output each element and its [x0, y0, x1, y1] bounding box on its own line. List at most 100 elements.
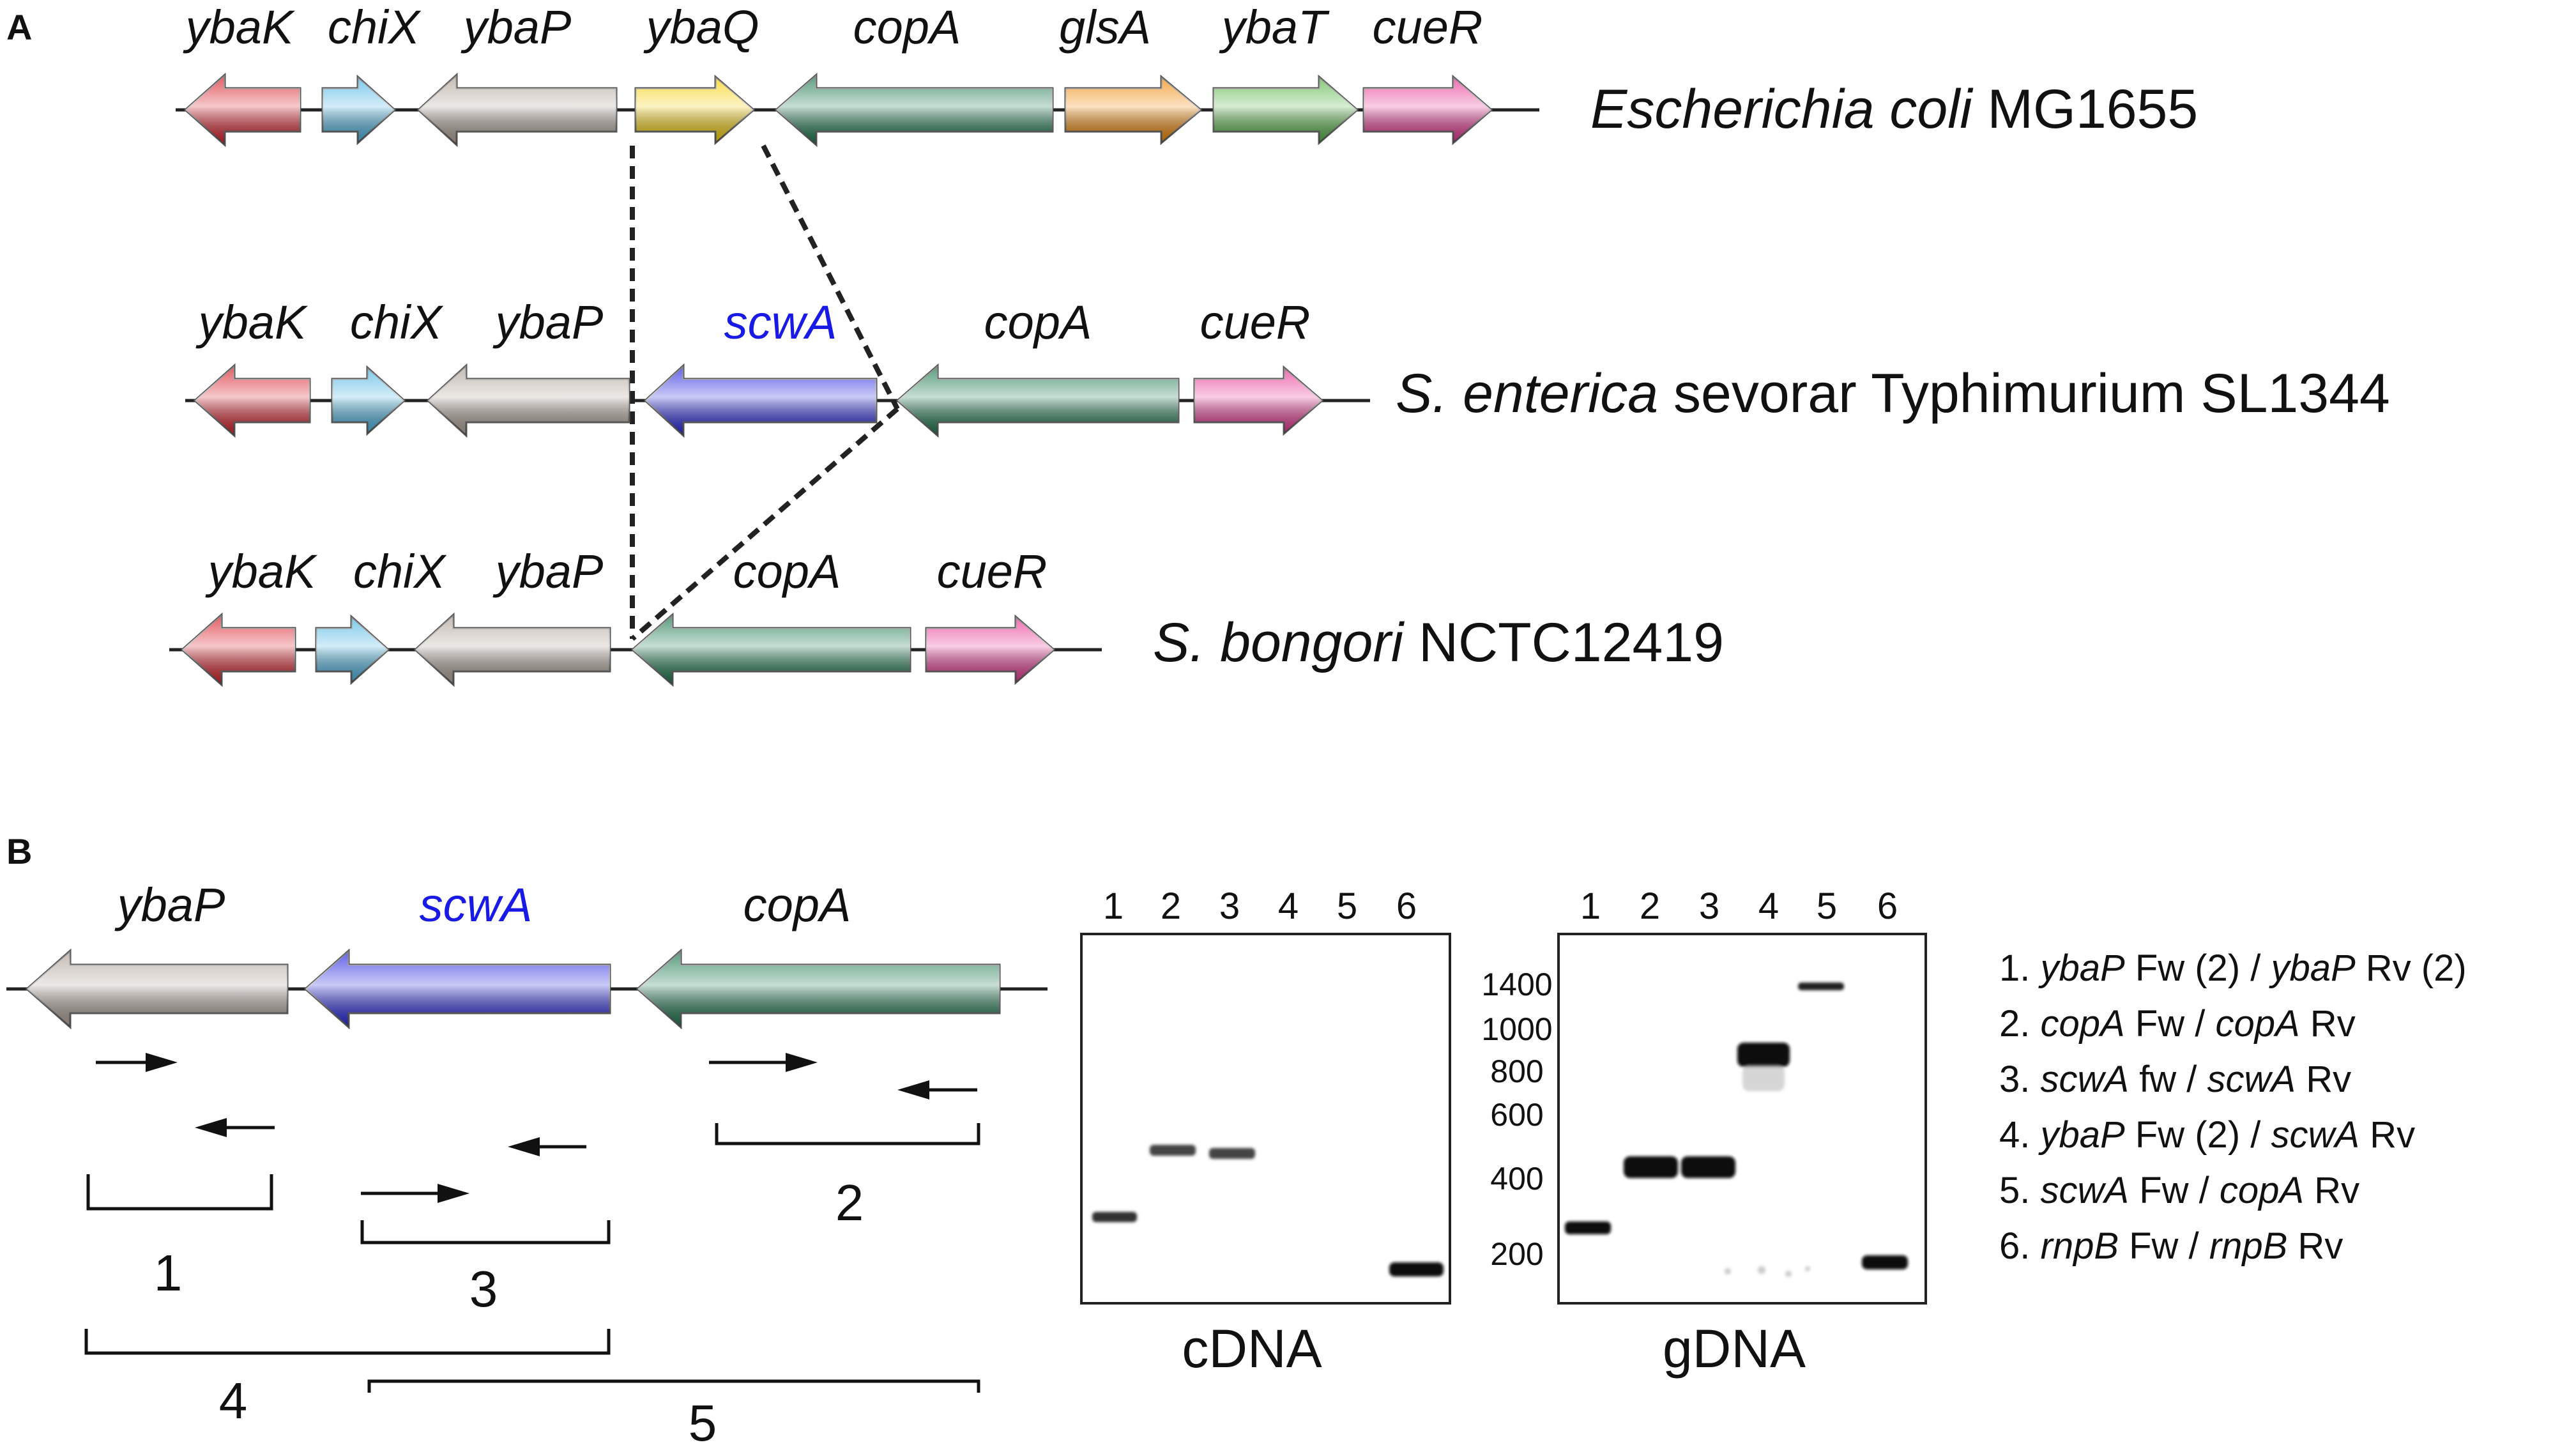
gel-band	[1150, 1145, 1196, 1156]
gene-arrow-ybap	[413, 612, 611, 687]
gene-label: ybaP	[114, 878, 225, 931]
gene-arrow-chix	[331, 365, 406, 436]
panel-label-a: A	[6, 7, 32, 47]
amplicon-label: 1	[154, 1244, 183, 1301]
organism-label-sbongori: S. bongori NCTC12419	[1153, 612, 1724, 673]
gel-band	[1092, 1212, 1137, 1222]
gene-arrow-ybat	[1212, 74, 1359, 146]
gel-band	[1209, 1148, 1255, 1159]
primer-legend: 1. ybaP Fw (2) / ybaP Rv (2) 2. copA Fw …	[1999, 947, 2467, 1267]
gene-arrow-ybak	[193, 363, 311, 438]
ladder-label: 1000	[1481, 1011, 1552, 1047]
legend-item: 6. rnpB Fw / rnpB Rv	[1999, 1225, 2343, 1267]
gene-label: ybaK	[195, 296, 309, 349]
legend-item: 3. scwA fw / scwA Rv	[1999, 1059, 2351, 1100]
lane-label: 4	[1278, 885, 1299, 927]
ladder-label: 800	[1490, 1053, 1543, 1089]
gel-smear	[1742, 1066, 1785, 1091]
gene-arrow-chix	[315, 614, 390, 685]
lane-label: 3	[1219, 885, 1240, 927]
gene-label: ybaK	[183, 1, 296, 54]
operon-row-senterica: ybaK chiX ybaP scwA copA cueR S. enteric…	[185, 296, 2390, 438]
gene-label: copA	[743, 878, 851, 931]
gel-band	[1389, 1262, 1444, 1276]
homology-lines	[630, 144, 900, 641]
panel-b-operon: ybaP scwA copA 1 2 3 4 5	[6, 878, 1048, 1447]
gene-label: cueR	[1200, 296, 1311, 349]
legend-item: 2. copA Fw / copA Rv	[1999, 1003, 2356, 1045]
lane-label: 4	[1758, 885, 1779, 927]
gel-band	[1737, 1043, 1790, 1067]
primer-arrows	[96, 1053, 977, 1203]
gene-label: chiX	[350, 296, 444, 349]
gene-label: ybaK	[205, 545, 318, 598]
gene-label: copA	[733, 545, 841, 598]
organism-label-senterica: S. enterica sevorar Typhimurium SL1344	[1396, 363, 2390, 424]
gene-label-scwa: scwA	[724, 296, 837, 349]
gene-label: copA	[984, 296, 1092, 349]
gene-arrow-ybap	[25, 948, 289, 1030]
gene-label: ybaP	[461, 1, 572, 54]
gene-label-scwa: scwA	[420, 878, 533, 931]
gene-label: copA	[853, 1, 961, 54]
gel-caption-gdna: gDNA	[1663, 1319, 1806, 1379]
amplicon-brackets	[84, 1123, 980, 1393]
gene-label: ybaT	[1219, 1, 1330, 54]
gel-artifact	[1805, 1266, 1810, 1271]
lane-label: 6	[1877, 885, 1898, 927]
gene-label: ybaQ	[643, 1, 759, 54]
lane-label: 2	[1640, 885, 1660, 927]
amplicon-label: 2	[835, 1174, 864, 1231]
lane-label: 1	[1580, 885, 1601, 927]
gene-arrow-copa	[630, 612, 911, 687]
gene-label: cueR	[937, 545, 1048, 598]
gene-label: cueR	[1373, 1, 1483, 54]
amplicon-label: 3	[469, 1260, 498, 1317]
operon-row-ecoli: ybaK chiX ybaP ybaQ copA glsA ybaT cueR …	[176, 1, 2198, 148]
legend-item: 5. scwA Fw / copA Rv	[1999, 1170, 2359, 1211]
lane-label: 2	[1161, 885, 1181, 927]
amplicon-label: 4	[219, 1372, 248, 1429]
gene-arrow-ybaq	[634, 74, 756, 146]
ladder-label: 400	[1490, 1161, 1543, 1197]
lane-label: 1	[1103, 885, 1124, 927]
gene-arrow-cuer	[1362, 74, 1493, 146]
panel-label-b: B	[6, 831, 32, 871]
gene-arrow-ybap	[426, 363, 630, 438]
gel-band	[1798, 983, 1844, 990]
gel-band	[1565, 1221, 1611, 1234]
amplicon-label: 5	[689, 1395, 717, 1447]
gel-caption-cdna: cDNA	[1182, 1319, 1322, 1379]
gene-label: chiX	[328, 1, 422, 54]
gene-arrow-scwa	[643, 363, 878, 438]
gel-cdna: 1 2 3 4 5 6 cDNA	[1080, 885, 1451, 1379]
gel-band	[1681, 1156, 1735, 1178]
gene-arrow-ybap	[416, 72, 618, 148]
gene-arrow-copa	[896, 363, 1180, 438]
lane-label: 5	[1337, 885, 1357, 927]
lane-label: 5	[1817, 885, 1837, 927]
gel-gdna: 1 2 3 4 5 6 gDNA	[1557, 885, 1927, 1379]
gel-artifact	[1758, 1266, 1765, 1274]
operon-row-sbongori: ybaK chiX ybaP copA cueR S. bongori NCTC…	[169, 545, 1724, 687]
lane-label: 3	[1699, 885, 1719, 927]
gene-arrow-cuer	[925, 614, 1056, 685]
gene-arrow-cuer	[1193, 365, 1324, 436]
lane-label: 6	[1396, 885, 1417, 927]
gene-arrow-chix	[321, 74, 397, 146]
gel-band	[1624, 1156, 1678, 1178]
gene-arrow-ybak	[180, 612, 296, 687]
gene-arrow-scwa	[303, 948, 611, 1030]
ladder-label: 600	[1490, 1097, 1543, 1133]
gene-label: ybaP	[492, 296, 604, 349]
legend-item: 4. ybaP Fw (2) / scwA Rv	[1999, 1114, 2415, 1156]
gel-ladder: 1400 1000 800 600 400 200	[1481, 967, 1552, 1272]
gene-label: glsA	[1059, 1, 1151, 54]
gene-label: ybaP	[492, 545, 604, 598]
ladder-label: 1400	[1481, 967, 1552, 1002]
gel-artifact	[1725, 1268, 1731, 1275]
gene-arrow-copa	[774, 72, 1054, 148]
gene-arrow-ybak	[183, 72, 301, 148]
ladder-label: 200	[1490, 1236, 1543, 1272]
